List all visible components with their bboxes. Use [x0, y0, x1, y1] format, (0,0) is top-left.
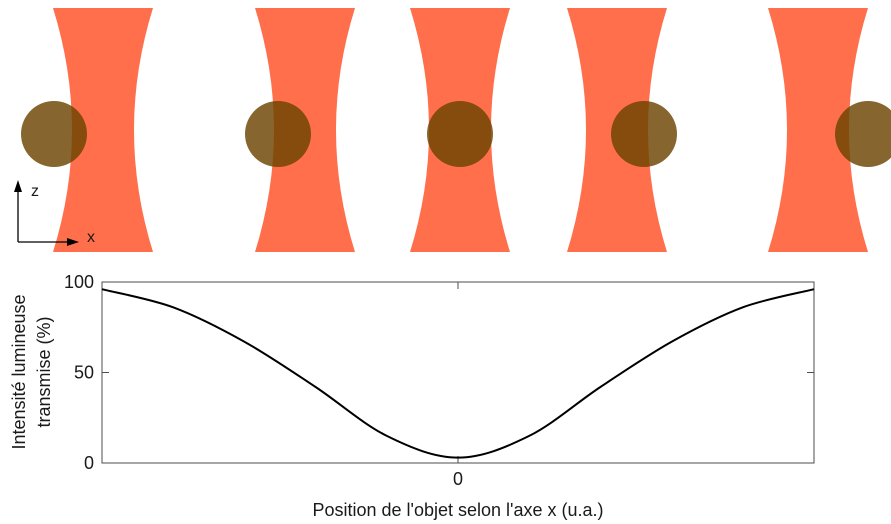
particle-4	[611, 101, 677, 167]
y-tick-label: 100	[64, 272, 94, 292]
x-arrowhead-icon	[67, 238, 79, 246]
y-axis-title-line1: Intensité lumineuse	[9, 294, 29, 449]
chart: 0 50 100 0 Position de l'objet selon l'axe …	[9, 272, 815, 520]
particle-5	[835, 101, 891, 167]
particle-3	[427, 101, 493, 167]
axis-ticks: 0 50 100 0	[64, 272, 814, 489]
x-tick-label: 0	[453, 469, 463, 489]
axis-indicator: z x	[14, 180, 95, 246]
laser-beam-5	[768, 8, 868, 252]
x-axis-label: x	[87, 229, 95, 246]
y-axis-title-line2: transmise (%)	[34, 316, 54, 427]
transmission-curve	[101, 288, 815, 459]
particle-2	[245, 101, 311, 167]
particle-1	[21, 101, 87, 167]
y-tick-label: 0	[84, 453, 94, 473]
y-tick-label: 50	[74, 363, 94, 383]
z-axis-label: z	[31, 183, 39, 200]
x-axis-title: Position de l'objet selon l'axe x (u.a.)	[312, 500, 603, 520]
z-arrowhead-icon	[14, 180, 22, 192]
laser-beam-1	[53, 8, 153, 252]
beam-illustration	[21, 8, 891, 252]
plot-frame	[101, 281, 815, 464]
